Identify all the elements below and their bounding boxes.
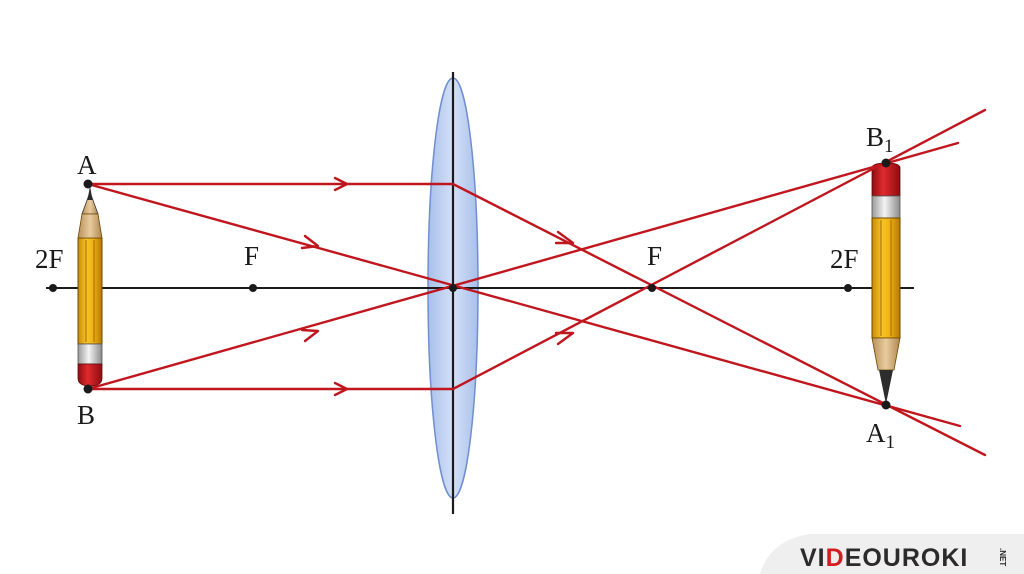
arrow-b-focal bbox=[554, 331, 575, 346]
arrow-a-focal bbox=[554, 230, 575, 245]
point-a bbox=[83, 179, 93, 189]
point-f-right bbox=[648, 284, 656, 292]
object-pencil bbox=[77, 186, 103, 387]
label-a: A bbox=[77, 150, 97, 180]
label-b: B bbox=[77, 400, 95, 430]
point-b1 bbox=[881, 158, 891, 168]
point-b bbox=[83, 384, 93, 394]
arrow-a-parallel bbox=[333, 176, 349, 192]
videouroki-logo: VIDEOUROKI .NET bbox=[760, 534, 1024, 574]
rays bbox=[86, 108, 987, 457]
arrow-a-center bbox=[300, 234, 320, 250]
label-b1: B1 bbox=[866, 122, 894, 157]
ray-b-center bbox=[86, 141, 960, 391]
point-lens-center bbox=[449, 284, 457, 292]
label-f-left: F bbox=[244, 241, 259, 271]
ray-b-parallel bbox=[86, 108, 987, 391]
image-pencil bbox=[871, 162, 901, 404]
logo-suffix: .NET bbox=[998, 548, 1007, 566]
label-2f-left: 2F bbox=[35, 244, 64, 274]
point-a1 bbox=[881, 400, 891, 410]
point-2f-left bbox=[49, 284, 57, 292]
ray-a-center bbox=[86, 182, 962, 428]
point-2f-right bbox=[844, 284, 852, 292]
ray-a-parallel bbox=[86, 182, 987, 457]
arrow-b-parallel bbox=[333, 381, 349, 397]
point-f-left bbox=[249, 284, 257, 292]
label-f-right: F bbox=[647, 241, 662, 271]
arrow-b-center bbox=[300, 328, 320, 343]
logo-text: VIDEOUROKI bbox=[800, 544, 968, 572]
ray-arrows bbox=[300, 176, 575, 397]
points bbox=[49, 158, 891, 410]
label-a1: A1 bbox=[866, 418, 895, 453]
label-2f-right: 2F bbox=[830, 244, 859, 274]
